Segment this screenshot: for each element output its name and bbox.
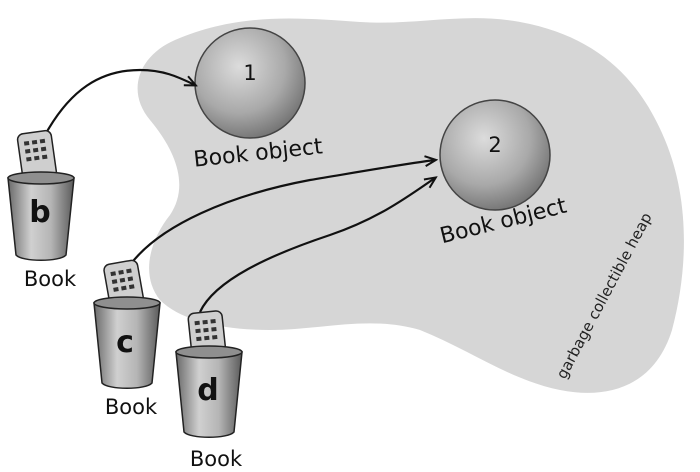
- reference-variable-b: b Book: [7, 129, 77, 291]
- variable-name-c: c: [116, 325, 134, 360]
- object-id-2: 2: [488, 133, 501, 157]
- variable-name-d: d: [197, 373, 218, 408]
- variable-type-d: Book: [190, 447, 243, 471]
- variable-name-b: b: [29, 195, 50, 230]
- reference-arrow-b: [44, 68, 195, 136]
- remote-control-icon: [16, 129, 58, 183]
- variable-type-b: Book: [24, 267, 77, 291]
- reference-arrow-d: [199, 178, 435, 313]
- reference-variable-d: d Book: [175, 310, 243, 471]
- variable-type-c: Book: [105, 395, 158, 419]
- cup-icon: [7, 171, 75, 261]
- cup-icon: [175, 345, 243, 438]
- object-sphere-icon: [439, 99, 551, 211]
- reference-variable-c: c Book: [93, 259, 161, 419]
- object-id-1: 1: [243, 61, 256, 85]
- cup-icon: [93, 296, 161, 389]
- reference-arrow-c: [129, 160, 435, 266]
